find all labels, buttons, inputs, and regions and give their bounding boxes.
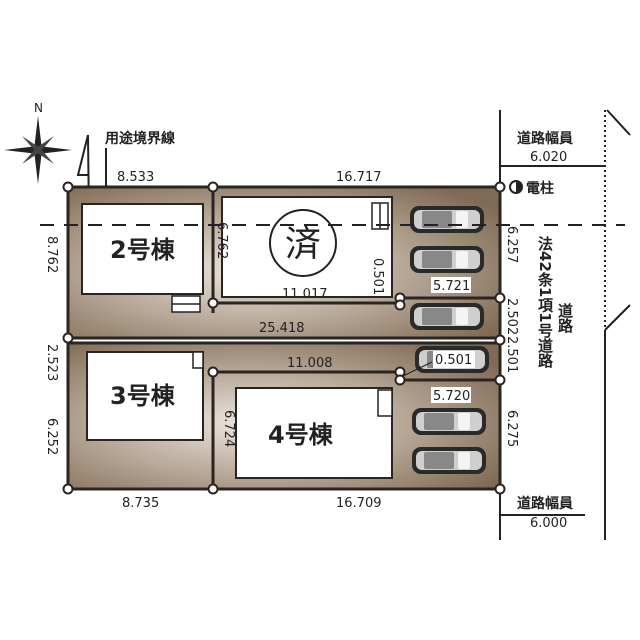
road-bottom-width: 6.000: [530, 516, 567, 531]
dim-bottom-left: 8.735: [122, 496, 159, 511]
dim-top-right: 16.717: [336, 170, 382, 185]
entrance-steps: [171, 202, 393, 417]
car-icon: [410, 206, 484, 233]
dim-top-left: 8.533: [117, 170, 154, 185]
dim-lot1-drive: 5.721: [433, 279, 470, 294]
building-3-label: 3号棟: [110, 382, 176, 410]
road-top-width: 6.020: [530, 150, 567, 165]
dim-right-mid-b: 2.501: [504, 336, 519, 373]
car-icon: [412, 408, 486, 435]
sold-stamp: [269, 209, 337, 277]
dim-bottom-right: 16.709: [336, 496, 382, 511]
road-type-label: 法42条1項1号道路: [536, 235, 554, 368]
dim-left-mid: 2.523: [44, 344, 59, 381]
car-icon: [410, 303, 484, 330]
dim-lot4-top: 11.008: [287, 356, 333, 371]
building-2: [81, 203, 204, 295]
road-lines: [499, 109, 631, 540]
dim-lot4-notch: 0.501: [435, 353, 472, 368]
dim-left-top: 8.762: [44, 236, 59, 273]
sold-label: 済: [285, 224, 321, 265]
compass-north-icon: N: [4, 101, 72, 184]
dimensions: 8.533 16.717 8.762 6.762 11.017 0.501 5.…: [44, 170, 519, 511]
building-3: [86, 351, 204, 441]
dim-lot4-left: 6.724: [221, 410, 236, 447]
road-bottom-label: 道路幅員: [517, 495, 573, 512]
dim-right-top: 6.257: [504, 226, 519, 263]
boundary-markers: [62, 181, 506, 495]
dim-lot4-drive: 5.720: [433, 389, 470, 404]
dim-left-bottom: 6.252: [44, 418, 59, 455]
dim-right-mid-a: 2.502: [504, 298, 519, 335]
building-2-label: 2号棟: [110, 236, 176, 264]
road-top-label: 道路幅員: [517, 130, 573, 147]
north-label: N: [34, 101, 43, 115]
building-4: [235, 387, 393, 479]
car-icon: [410, 246, 484, 273]
road-sub-label: 道路: [556, 302, 574, 333]
car-icon: [412, 447, 486, 474]
dim-lot1-notch: 0.501: [370, 258, 385, 295]
dim-middle: 25.418: [259, 321, 305, 336]
utility-pole-label: 電柱: [526, 180, 554, 197]
dim-right-bottom: 6.275: [504, 410, 519, 447]
building-4-label: 4号棟: [268, 421, 334, 449]
zoning-line-label: 用途境界線: [105, 130, 175, 147]
dim-lot1-bottom: 11.017: [282, 287, 328, 302]
dim-lot1-left: 6.762: [214, 222, 229, 259]
